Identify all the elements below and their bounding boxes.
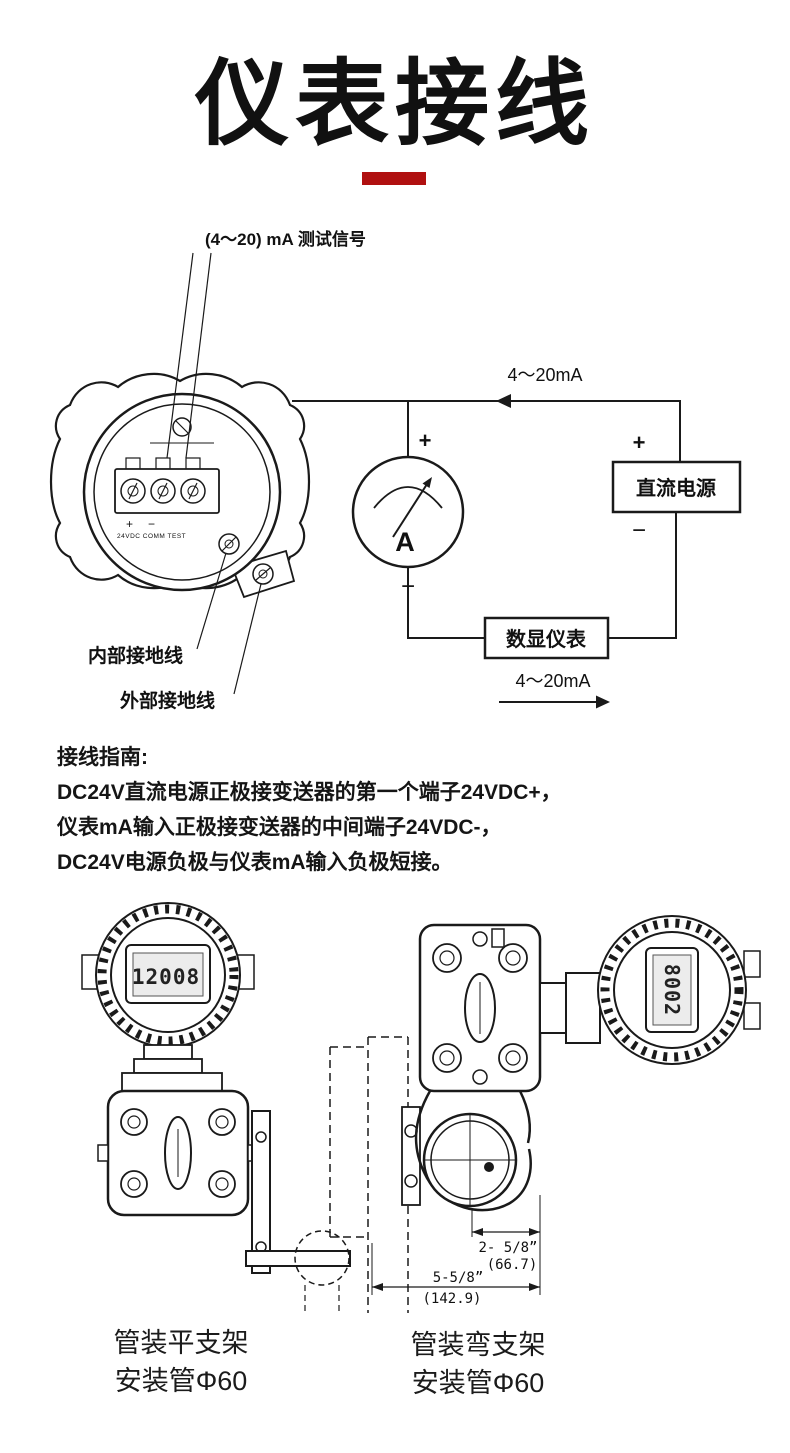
transmitter-bent-bracket: [329, 915, 761, 1313]
digital-meter-box: 数显仪表: [483, 616, 610, 660]
test-signal-leader-lines: [166, 252, 212, 459]
terminal-marking-text: 24VDC COMM TEST: [117, 533, 186, 540]
bent-bracket-caption-line2: 安装管Φ60: [411, 1368, 545, 1398]
title-accent-bar: [362, 172, 426, 185]
external-ground-screw: [252, 563, 274, 585]
ammeter-minus: −: [401, 573, 415, 600]
cover-screw: [150, 417, 214, 444]
current-label-bottom: 4～20mA: [515, 671, 590, 691]
external-ground-leader: [233, 583, 262, 695]
internal-ground-label: 内部接地线: [88, 644, 183, 667]
loop-wires: [292, 400, 681, 639]
small-dim-mm: (66.7): [487, 1257, 538, 1273]
flat-bracket-caption: 管装平支架 安装管Φ60: [86, 1324, 276, 1400]
current-label-top: 4～20mA: [507, 365, 582, 385]
left-lcd-value: 12008: [132, 965, 200, 989]
bent-bracket-caption-line1: 管装弯支架: [410, 1330, 546, 1360]
internal-ground-screw: [218, 533, 240, 555]
current-direction-arrow-top: [496, 394, 511, 408]
dc-power-plus: +: [633, 430, 646, 455]
flat-bracket-caption-line2: 安装管Φ60: [114, 1366, 248, 1396]
dim2-arrow-right: [529, 1283, 540, 1291]
mounting-diagram: 12008: [81, 902, 761, 1313]
terminal-plus-mark: +: [126, 517, 133, 531]
current-direction-arrow-bottom: [596, 695, 610, 709]
wiring-guide-heading: 接线指南:: [57, 746, 148, 769]
dimension-lines: [371, 1195, 541, 1295]
dim2-arrow-left: [372, 1283, 383, 1291]
dc-power-minus: −: [632, 517, 646, 544]
wiring-guide-line: DC24V直流电源正极接变送器的第一个端子24VDC+，: [57, 781, 562, 804]
wiring-diagram: + − 24VDC COMM TEST (4～20) mA 测试信号 4～20m…: [49, 229, 742, 712]
dim1-arrow-left: [472, 1228, 483, 1236]
transmitter-flat-bracket: [81, 902, 351, 1311]
flat-bracket-caption-line1: 管装平支架: [113, 1328, 249, 1358]
terminal-minus-mark: −: [148, 517, 155, 531]
test-signal-label: (4～20) mA 测试信号: [205, 229, 366, 249]
dc-power-box: 直流电源: [611, 460, 742, 514]
bent-bracket-caption: 管装弯支架 安装管Φ60: [378, 1326, 578, 1402]
ammeter-gauge: A: [351, 455, 465, 569]
small-dim-inch: 2- 5/8”: [478, 1240, 537, 1256]
terminal-block: [114, 457, 220, 514]
large-dim-mm: (142.9): [422, 1291, 481, 1307]
wiring-guide: 接线指南: DC24V直流电源正极接变送器的第一个端子24VDC+， 仪表mA输…: [57, 740, 562, 880]
dc-power-label: 直流电源: [636, 476, 716, 500]
digital-meter-label: 数显仪表: [506, 627, 587, 651]
wiring-guide-line: 仪表mA输入正极接变送器的中间端子24VDC-，: [57, 816, 502, 839]
wiring-guide-line: DC24V电源负极与仪表mA输入负极短接。: [57, 851, 453, 874]
page-title: 仪表接线: [194, 51, 595, 156]
large-dim-inch: 5-5/8”: [433, 1270, 484, 1286]
ammeter-plus: +: [419, 428, 432, 453]
dim1-arrow-right: [529, 1228, 540, 1236]
internal-ground-leader: [196, 552, 227, 650]
ammeter-letter: A: [395, 527, 415, 557]
external-ground-label: 外部接地线: [120, 689, 215, 712]
right-lcd-value: 8002: [660, 964, 684, 1016]
